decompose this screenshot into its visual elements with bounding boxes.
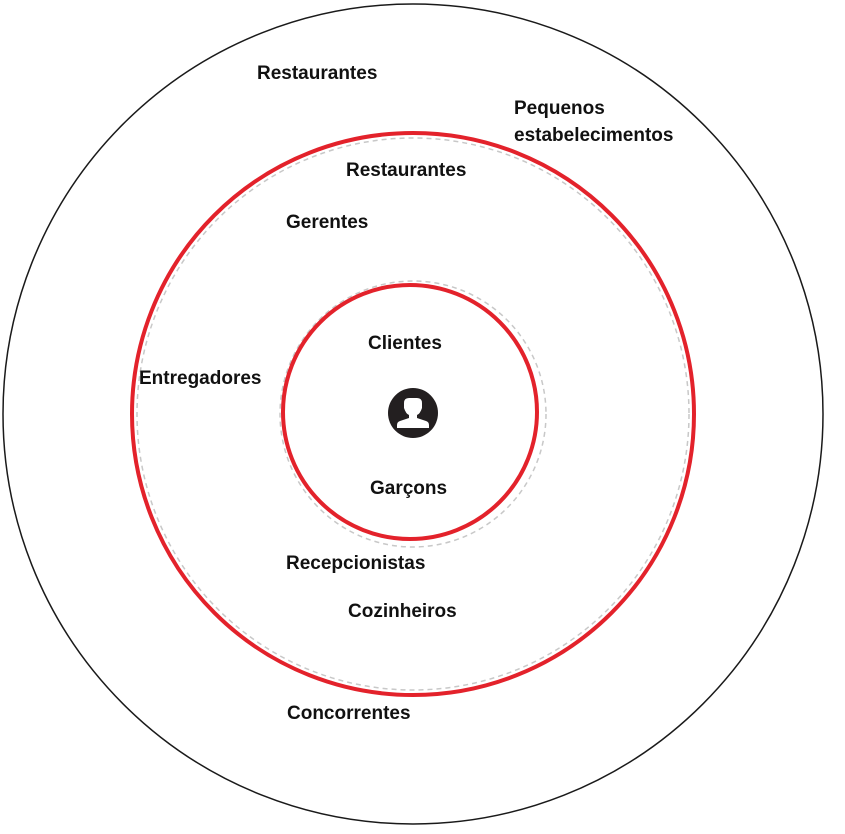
outer-label-restaurantes: Restaurantes bbox=[257, 63, 378, 84]
outer-label-concorrentes: Concorrentes bbox=[287, 703, 411, 724]
inner-label-garcons: Garçons bbox=[370, 478, 448, 499]
middle-ring-dashed bbox=[136, 137, 690, 691]
user-icon bbox=[388, 388, 438, 438]
outer-ring bbox=[2, 3, 824, 825]
inner-label-clientes: Clientes bbox=[368, 333, 442, 354]
outer-label-pequenos-estabelecimentos: Pequenos estabelecimentos bbox=[514, 98, 674, 146]
inner-ring-dashed bbox=[279, 280, 547, 548]
middle-label-gerentes: Gerentes bbox=[286, 212, 369, 233]
middle-label-entregadores: Entregadores bbox=[139, 368, 262, 389]
middle-label-cozinheiros: Cozinheiros bbox=[348, 601, 457, 622]
middle-label-restaurantes: Restaurantes bbox=[346, 160, 467, 181]
middle-ring bbox=[130, 131, 696, 697]
middle-label-recepcionistas: Recepcionistas bbox=[286, 553, 426, 574]
inner-ring bbox=[281, 283, 539, 541]
